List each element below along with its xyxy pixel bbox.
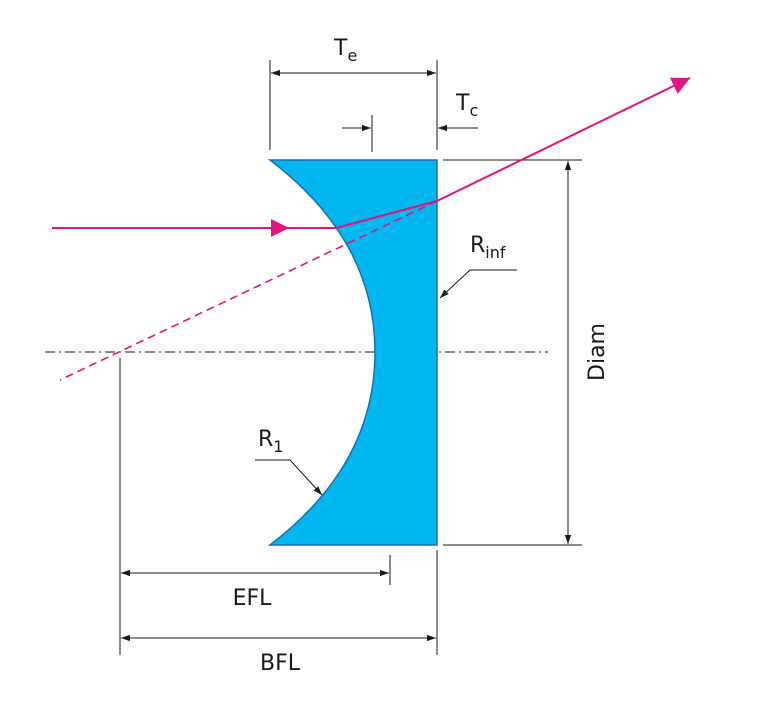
rinf-label: Rinf <box>470 233 506 262</box>
efl-label: EFL <box>233 586 273 611</box>
plano-concave-lens <box>267 159 438 546</box>
rinf-leader <box>439 269 517 299</box>
te-label: Te <box>333 36 357 65</box>
incident-ray-arrowhead <box>271 219 289 237</box>
r1-leader <box>255 459 323 496</box>
virtual-ray-extension <box>59 200 438 381</box>
diam-label: Diam <box>585 323 610 381</box>
refracted-ray-inside-lens <box>335 200 438 229</box>
tc-label: Tc <box>455 91 478 120</box>
r1-label: R1 <box>258 427 283 456</box>
exit-ray <box>436 77 691 202</box>
bfl-label: BFL <box>260 651 301 676</box>
